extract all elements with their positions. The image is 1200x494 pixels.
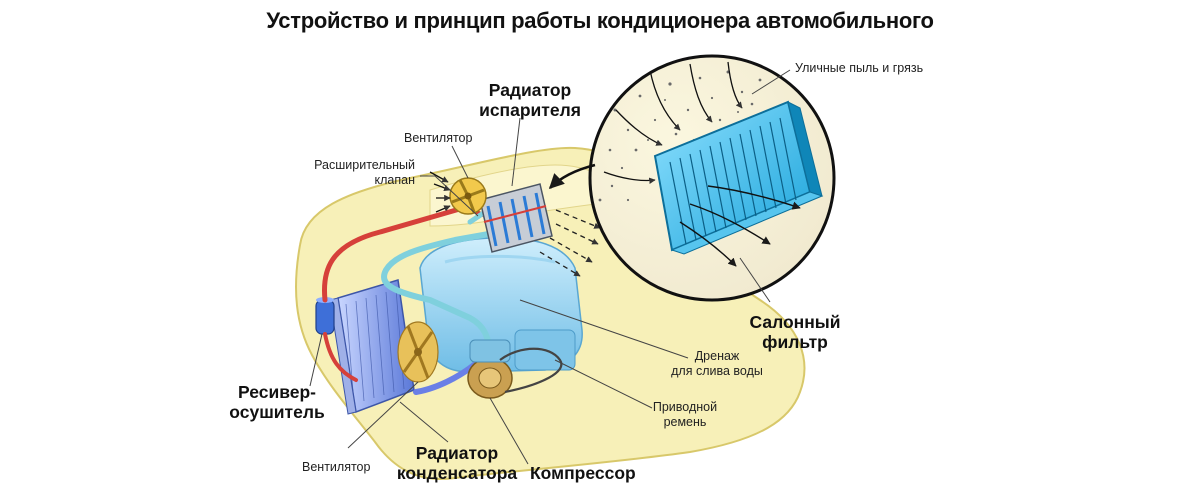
label-compressor: Компрессор [530,463,636,483]
compressor-unit [467,339,513,399]
label-drive-belt-line2: ремень [663,415,707,429]
label-drain-line2: для слива воды [671,364,763,378]
label-evaporator: Радиатор испарителя [470,80,590,120]
diagram-title: Устройство и принцип работы кондиционера… [266,8,934,33]
filtered-air-arrows [679,185,801,267]
leader-lines [309,69,791,465]
label-condenser: Радиатор конденсатора [392,443,522,483]
label-condenser-line2: конденсатора [396,463,518,483]
label-evaporator-line1: Радиатор [488,80,572,100]
incoming-air-arrows [603,61,743,184]
zoom-pointer-arrow [548,163,596,190]
dust-particles [598,70,762,202]
label-street-dust: Уличные пыль и грязь [795,61,924,75]
filter-detail-circle [588,54,836,302]
outflow-airflow-arrows [539,209,601,277]
label-drain-line1: Дренаж [694,349,740,363]
label-evaporator-line2: испарителя [479,100,581,120]
label-drive-belt: Приводной ремень [640,400,730,430]
label-cabin-filter-line1: Салонный [749,312,841,332]
label-fan-top: Вентилятор [404,131,473,145]
label-drive-belt-line1: Приводной [652,400,718,414]
label-expansion-valve-line1: Расширительный [314,158,415,172]
receiver-dryer [315,297,335,335]
drive-belt-shape [499,347,563,394]
cabin-filter-element [653,100,824,255]
evaporator-fan [449,177,487,215]
label-expansion-valve: Расширительный клапан [305,158,415,188]
intake-airflow-arrows [429,171,451,213]
condenser-fan [397,321,439,383]
label-receiver-dryer: Ресивер- осушитель [222,382,332,422]
label-cabin-filter: Салонный фильтр [740,312,850,352]
evaporator-unit [479,183,553,253]
label-fan-bottom: Вентилятор [302,460,371,474]
label-cabin-filter-line2: фильтр [762,332,828,352]
label-receiver-dryer-line2: осушитель [229,402,325,422]
label-drain: Дренаж для слива воды [662,349,772,379]
label-receiver-dryer-line1: Ресивер- [237,382,316,402]
label-condenser-line1: Радиатор [415,443,499,463]
label-expansion-valve-line2: клапан [374,173,415,187]
